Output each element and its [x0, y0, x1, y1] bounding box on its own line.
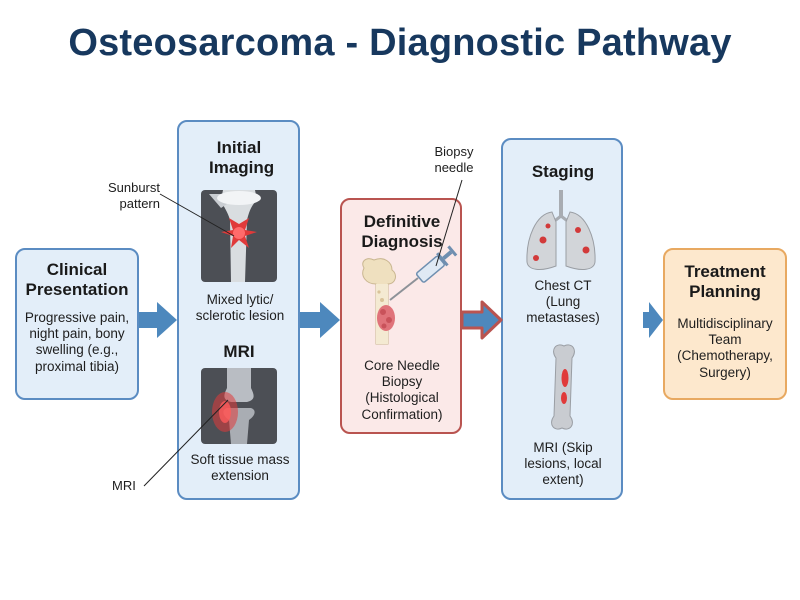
lungs-icon	[526, 190, 596, 270]
treatment-planning-box: Treatment Planning Multidisciplinary Tea…	[663, 248, 787, 400]
xray-caption: Mixed lytic/ sclerotic lesion	[195, 292, 285, 324]
definitive-diagnosis-box: Definitive Diagnosis Core Needle Biopsy …	[340, 198, 462, 434]
long-bone-icon	[551, 344, 575, 430]
mri-caption: Soft tissue mass extension	[190, 452, 290, 484]
staging-mri-caption: MRI (Skip lesions, local extent)	[524, 440, 602, 488]
mri-heading: MRI	[223, 342, 255, 361]
diagnosis-body: Core Needle Biopsy (Histological Confirm…	[361, 358, 443, 422]
staging-box: Staging Chest CT (Lung metastases) MRI (…	[501, 138, 623, 500]
syringe-icon	[389, 245, 458, 301]
diagnosis-heading: Definitive Diagnosis	[361, 212, 443, 252]
initial-imaging-box: Initial Imaging Mixed lytic/ sclerotic l…	[177, 120, 300, 500]
sunburst-callout: Sunburst pattern	[107, 180, 160, 211]
page-title: Osteosarcoma - Diagnostic Pathway	[68, 22, 732, 64]
clinical-body: Progressive pain, night pain, bony swell…	[24, 310, 130, 374]
biopsy-needle-callout: Biopsy needle	[434, 144, 474, 175]
staging-heading: Staging	[531, 162, 595, 181]
treatment-body: Multidisciplinary Team (Chemotherapy, Su…	[677, 316, 773, 380]
chest-ct-caption: Chest CT (Lung metastases)	[526, 278, 600, 326]
sunburst-xray-icon	[201, 190, 277, 282]
bone-biopsy-icon	[362, 258, 396, 345]
flow-arrow-icon	[139, 302, 663, 338]
knee-mri-icon	[201, 368, 277, 444]
treatment-heading: Treatment Planning	[684, 262, 766, 302]
clinical-heading: Clinical Presentation	[25, 260, 129, 300]
clinical-presentation-box: Clinical Presentation Progressive pain, …	[15, 248, 139, 400]
initial-imaging-heading: Initial Imaging	[209, 138, 275, 178]
flow-arrow-icon	[460, 300, 503, 340]
mri-callout: MRI	[112, 478, 136, 493]
